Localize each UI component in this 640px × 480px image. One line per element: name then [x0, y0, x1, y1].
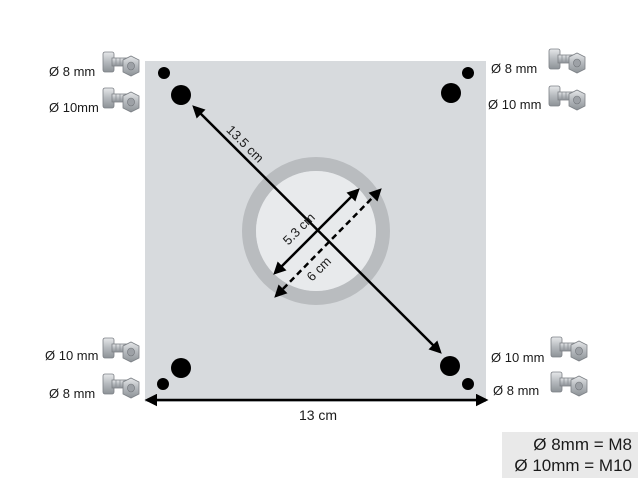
- legend-m10: Ø 10mm = M10: [514, 456, 632, 475]
- bolt-nut-icon: [548, 85, 586, 111]
- bolt-nut-icon: [102, 373, 140, 399]
- bolt-nut-icon: [102, 51, 140, 77]
- hole-label-top-right-small: Ø 8 mm: [491, 61, 537, 76]
- hole-label-top-left-small: Ø 8 mm: [49, 64, 95, 79]
- bolt-nut-icon: [548, 48, 586, 74]
- hole-label-bottom-left-large: Ø 10 mm: [45, 348, 98, 363]
- hole-top-right-large: [441, 83, 461, 103]
- size-legend: Ø 8mm = M8 Ø 10mm = M10: [502, 432, 638, 478]
- hole-label-bottom-right-small: Ø 8 mm: [493, 383, 539, 398]
- hole-bottom-right-small: [462, 378, 474, 390]
- hole-top-right-small: [462, 67, 474, 79]
- hole-top-left-large: [171, 85, 191, 105]
- hole-bottom-left-large: [171, 358, 191, 378]
- hole-label-top-right-large: Ø 10 mm: [488, 97, 541, 112]
- width-label: 13 cm: [299, 407, 337, 423]
- outer-ring-diameter-arrow: [274, 188, 382, 298]
- hole-label-bottom-right-large: Ø 10 mm: [491, 350, 544, 365]
- bolt-nut-icon: [102, 337, 140, 363]
- hole-label-top-left-large: Ø 10mm: [49, 100, 99, 115]
- hole-bottom-right-large: [440, 356, 460, 376]
- bolt-nut-icon: [550, 371, 588, 397]
- hole-top-left-small: [158, 67, 170, 79]
- hole-label-bottom-left-small: Ø 8 mm: [49, 386, 95, 401]
- bolt-nut-icon: [550, 336, 588, 362]
- legend-m8: Ø 8mm = M8: [533, 435, 632, 454]
- hole-bottom-left-small: [157, 378, 169, 390]
- bolt-nut-icon: [102, 87, 140, 113]
